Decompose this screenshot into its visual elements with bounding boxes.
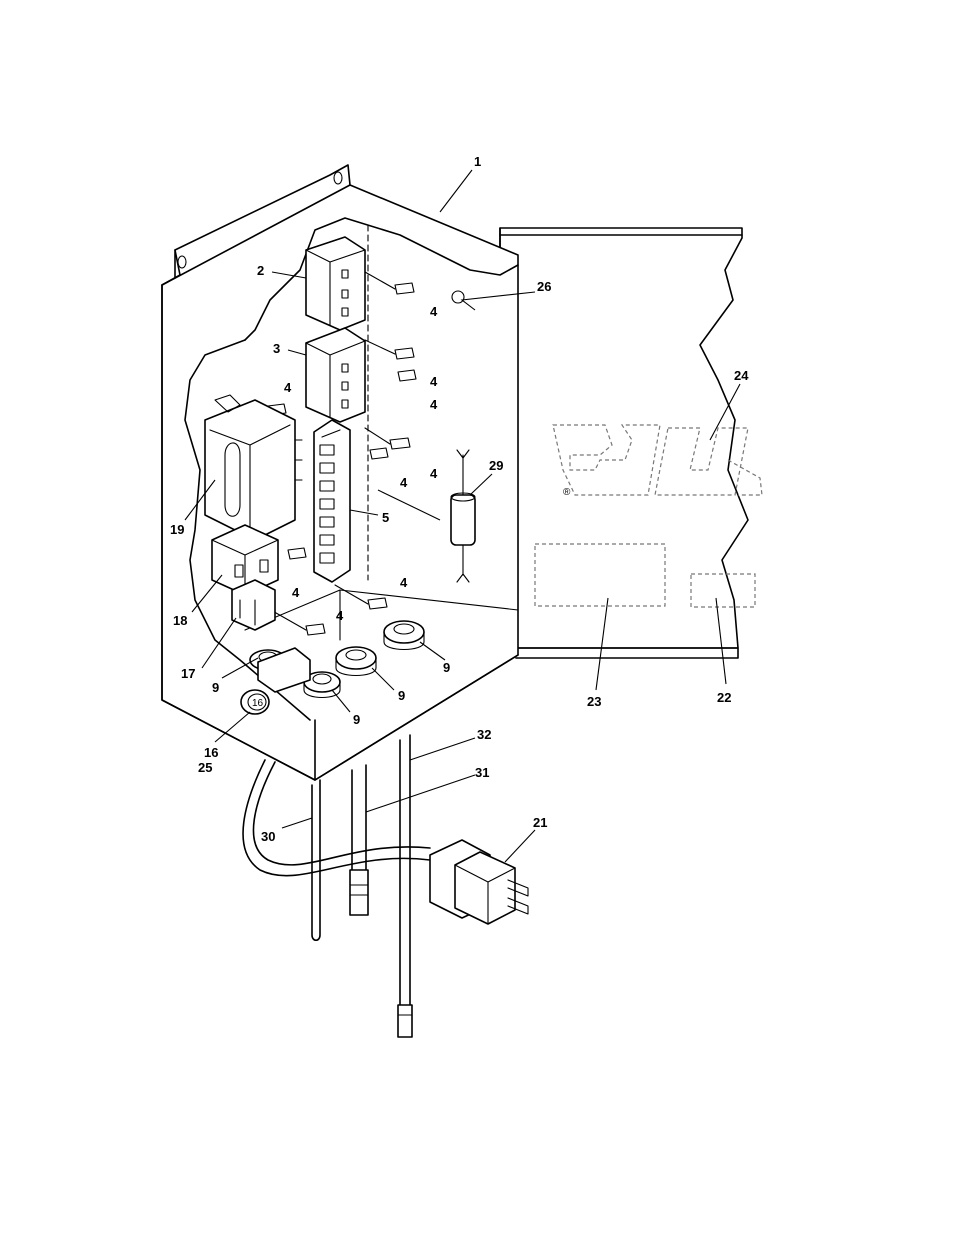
- cables: [312, 735, 412, 1037]
- callout-4: 4: [430, 304, 438, 319]
- callout-9: 9: [443, 660, 450, 675]
- relay-upper: [306, 237, 365, 330]
- callout-26: 26: [537, 279, 551, 294]
- callout-9: 9: [353, 712, 360, 727]
- callout-24: 24: [734, 368, 749, 383]
- callout-3: 3: [273, 341, 280, 356]
- callout-4: 4: [400, 475, 408, 490]
- callout-5: 5: [382, 510, 389, 525]
- callout-4: 4: [284, 380, 292, 395]
- pilot-fitting: 16: [241, 690, 269, 714]
- callout-4: 4: [430, 466, 438, 481]
- terminal-strip: [314, 420, 350, 582]
- callout-9: 9: [212, 680, 219, 695]
- callout-4: 4: [400, 575, 408, 590]
- callout-4: 4: [430, 374, 438, 389]
- callout-31: 31: [475, 765, 489, 780]
- power-cord: [243, 760, 430, 876]
- callout-18: 18: [173, 613, 187, 628]
- callout-4: 4: [430, 397, 438, 412]
- toggle-switch: [232, 580, 275, 630]
- callout-17: 17: [181, 666, 195, 681]
- callout-23: 23: [587, 694, 601, 709]
- callout-32: 32: [477, 727, 491, 742]
- fitting-label: 16: [252, 698, 264, 709]
- callout-29: 29: [489, 458, 503, 473]
- callout-16: 16: [204, 745, 218, 760]
- callout-22: 22: [717, 690, 731, 705]
- callout-2: 2: [257, 263, 264, 278]
- callout-4: 4: [336, 608, 344, 623]
- callout-19: 19: [170, 522, 184, 537]
- relay-lower: [306, 328, 365, 422]
- callout-1: 1: [474, 154, 481, 169]
- callout-4: 4: [292, 585, 300, 600]
- callout-25: 25: [198, 760, 212, 775]
- callout-30: 30: [261, 829, 275, 844]
- callout-21: 21: [533, 815, 547, 830]
- callout-9: 9: [398, 688, 405, 703]
- transformer: [205, 395, 302, 540]
- registered-mark: ®: [563, 487, 571, 498]
